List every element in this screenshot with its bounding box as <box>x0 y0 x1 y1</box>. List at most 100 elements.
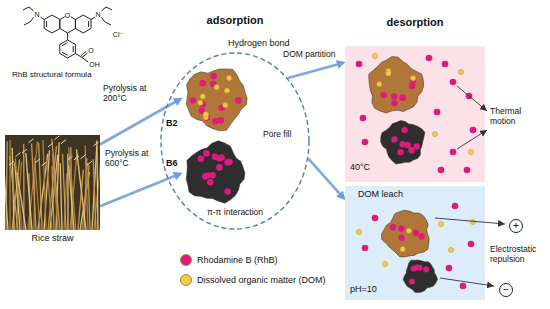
molecule-dot <box>399 95 405 101</box>
molecule-dot <box>382 261 387 266</box>
molecule-dot <box>203 112 208 117</box>
node-outline <box>345 46 485 182</box>
molecule-dot <box>203 150 210 157</box>
molecule-dot <box>413 230 419 236</box>
molecule-dot <box>391 100 397 106</box>
flow-arrow <box>288 64 339 78</box>
charge-symbol: + <box>509 219 523 233</box>
molecule-dot <box>224 188 231 195</box>
straw-stalk <box>97 140 98 230</box>
molecule-dot <box>414 143 420 149</box>
annotation: Thermal motion <box>490 107 546 127</box>
legend-swatch <box>180 274 192 286</box>
annotation: DOM leach <box>358 189 403 199</box>
molecule-dot <box>417 265 423 271</box>
biochar-particle: B6 <box>182 140 248 206</box>
molecule-dot <box>418 233 424 239</box>
edge-label: Pore fill <box>262 130 292 140</box>
molecule-dot <box>401 127 407 133</box>
straw-stalk <box>88 163 90 230</box>
photo-ground <box>5 135 100 230</box>
molecule-dot <box>434 109 441 116</box>
molecule-dot <box>397 149 403 155</box>
straw-stalk <box>17 173 26 230</box>
straw-stalk <box>32 144 36 231</box>
straw-tuft <box>61 140 66 144</box>
molecule-dot <box>216 164 223 171</box>
node-outline <box>182 140 248 206</box>
node-label: B2 <box>166 118 178 128</box>
straw-stalk <box>39 143 42 230</box>
node-note: 40°C <box>350 162 370 172</box>
straw-tuft <box>48 143 53 147</box>
node-label: B6 <box>166 158 178 168</box>
node-label: adsorption <box>160 14 310 27</box>
straw-stalk <box>85 145 88 230</box>
biochar-particle-shape <box>186 141 245 203</box>
dashed-ellipse <box>161 53 309 229</box>
atom-label: N <box>95 11 101 18</box>
charge-symbol: − <box>499 283 513 297</box>
node-label: desorption <box>345 16 485 29</box>
legend-row: Rhodamine B (RhB) <box>180 250 326 270</box>
node-outline <box>345 186 485 300</box>
molecule-dot <box>372 215 379 222</box>
straw-stalk <box>63 154 67 230</box>
biochar-particle-shape <box>382 210 430 257</box>
straw-tuft <box>68 156 73 160</box>
flow-arrow <box>100 175 176 206</box>
molecule-dot <box>452 203 459 210</box>
molecule-dot <box>216 155 223 162</box>
molecule-dot <box>224 88 229 93</box>
annotation: RhB structural formula <box>12 70 92 79</box>
molecule-dot <box>442 61 449 68</box>
molecule-dot <box>406 228 411 233</box>
flow-arrow <box>100 101 177 145</box>
straw-stalk <box>26 153 32 230</box>
desorption-panel: pH=10 <box>345 186 485 300</box>
molecule-dot <box>356 61 363 68</box>
biochar-particle-shape <box>369 57 424 113</box>
molecule-dot <box>450 79 457 86</box>
biochar-particle-shape <box>381 121 425 165</box>
straw-tuft <box>9 161 14 165</box>
molecule-dot <box>377 82 382 87</box>
molecule-dot <box>426 55 433 62</box>
molecule-dot <box>362 245 369 252</box>
legend-swatch <box>180 254 192 266</box>
molecule-dot <box>391 136 397 142</box>
straw-stalk <box>5 154 8 230</box>
legend-row: Dissolved organic matter (DOM) <box>180 270 326 290</box>
molecule-dot <box>212 118 219 125</box>
desorption-panel: desorption40°C <box>345 46 485 182</box>
molecule-dot <box>448 247 453 252</box>
annotation: Hydrogen bond <box>228 38 290 48</box>
molecule-dot <box>227 76 232 81</box>
molecule-dot <box>423 267 429 273</box>
molecule-dot <box>372 53 377 58</box>
straw-tuft <box>42 162 47 166</box>
molecule-dot <box>360 115 367 122</box>
molecule-dot <box>398 226 404 232</box>
molecule-dot <box>202 173 209 180</box>
straw-stalk <box>67 154 68 230</box>
straw-stalk <box>43 140 46 230</box>
atom-label: O <box>64 12 70 19</box>
molecule-dot <box>470 127 477 134</box>
molecule-dot <box>464 167 471 174</box>
molecule-dot <box>446 265 453 272</box>
molecule-dot <box>226 159 233 166</box>
molecule-dot <box>381 92 387 98</box>
straw-stalk <box>92 147 97 230</box>
node-outline <box>5 135 100 230</box>
straw-stalk <box>93 159 96 230</box>
legend-text: Rhodamine B (RhB) <box>197 255 278 265</box>
biochar-particle: B2 <box>182 64 250 132</box>
annotation: Electrostatic repulsion <box>490 245 548 265</box>
molecule-dot <box>411 76 416 81</box>
atom-label: OH <box>89 61 101 68</box>
atom-label: Cl⁻ <box>112 31 123 38</box>
molecule-dot <box>468 241 475 248</box>
straw-tuft <box>22 149 27 153</box>
biochar-particle-shape <box>186 69 247 131</box>
